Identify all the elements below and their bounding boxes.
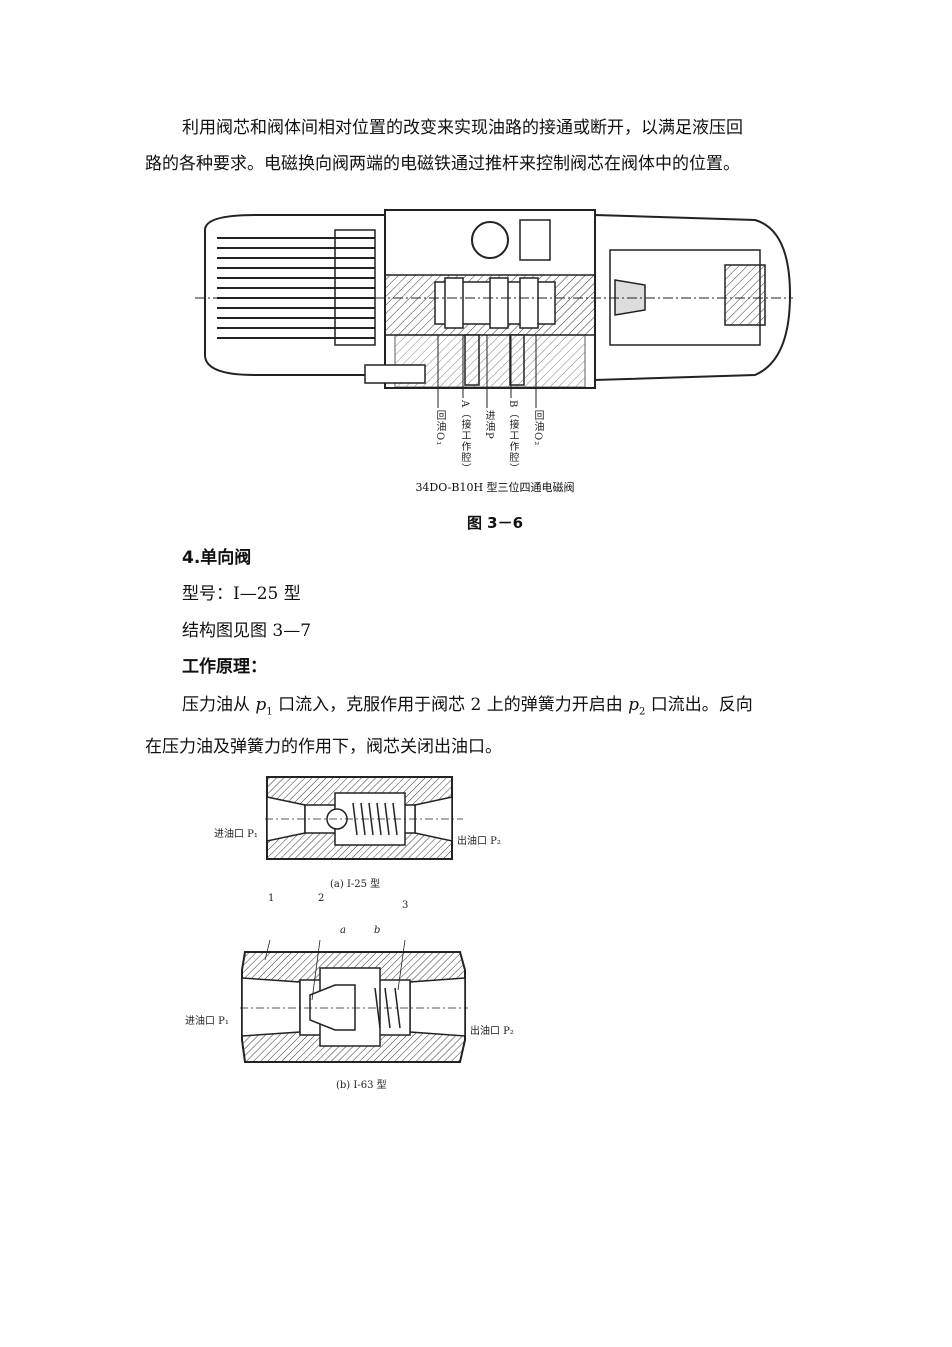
label-port-b: B（接工作腔） xyxy=(507,400,518,475)
i25-inlet-label: 进油口 P₁ xyxy=(214,829,258,840)
i63-label-b: b xyxy=(374,925,381,936)
label-return-o1: 回油O₁ xyxy=(434,410,445,447)
drawing-caption-36: 34DO-B10H 型三位四通电磁阀 xyxy=(415,481,575,494)
check-valve-i63-drawing xyxy=(240,940,468,1063)
principle-line-2: 在压力油及弹簧力的作用下，阀芯关闭出油口。 xyxy=(145,737,502,757)
check-valve-i25-drawing xyxy=(265,776,463,860)
i25-caption: (a) I-25 型 xyxy=(330,879,381,890)
solenoid-valve-drawing xyxy=(195,209,793,408)
i63-part-2: 2 xyxy=(318,893,325,904)
label-port-a: A（接工作腔） xyxy=(459,400,470,475)
label-inlet-p: 进油P xyxy=(483,410,494,440)
i63-caption: (b) I-63 型 xyxy=(336,1080,387,1091)
intro-line-1: 利用阀芯和阀体间相对位置的改变来实现油路的接通或断开，以满足液压回 xyxy=(182,118,743,138)
figure-caption-36: 图 3－6 xyxy=(466,514,524,532)
i63-inlet-label: 进油口 P₁ xyxy=(185,1016,229,1027)
principle-heading: 工作原理： xyxy=(182,657,267,677)
structure-line: 结构图见图 3—7 xyxy=(182,621,312,641)
principle-line-1: 压力油从 p1 口流入，克服作用于阀芯 2 上的弹簧力开启由 p2 口流出。反向 xyxy=(182,695,753,718)
section-heading: 4.单向阀 xyxy=(182,548,252,568)
i63-outlet-label: 出油口 P₂ xyxy=(470,1026,514,1037)
i63-label-a: a xyxy=(340,925,346,936)
label-return-o2: 回油O₂ xyxy=(532,410,543,447)
i63-part-3: 3 xyxy=(402,900,409,911)
model-line: 型号：I—25 型 xyxy=(182,584,301,604)
intro-line-2: 路的各种要求。电磁换向阀两端的电磁铁通过推杆来控制阀芯在阀体中的位置。 xyxy=(145,154,740,174)
i63-part-1: 1 xyxy=(268,893,275,904)
i25-outlet-label: 出油口 P₂ xyxy=(457,836,501,847)
